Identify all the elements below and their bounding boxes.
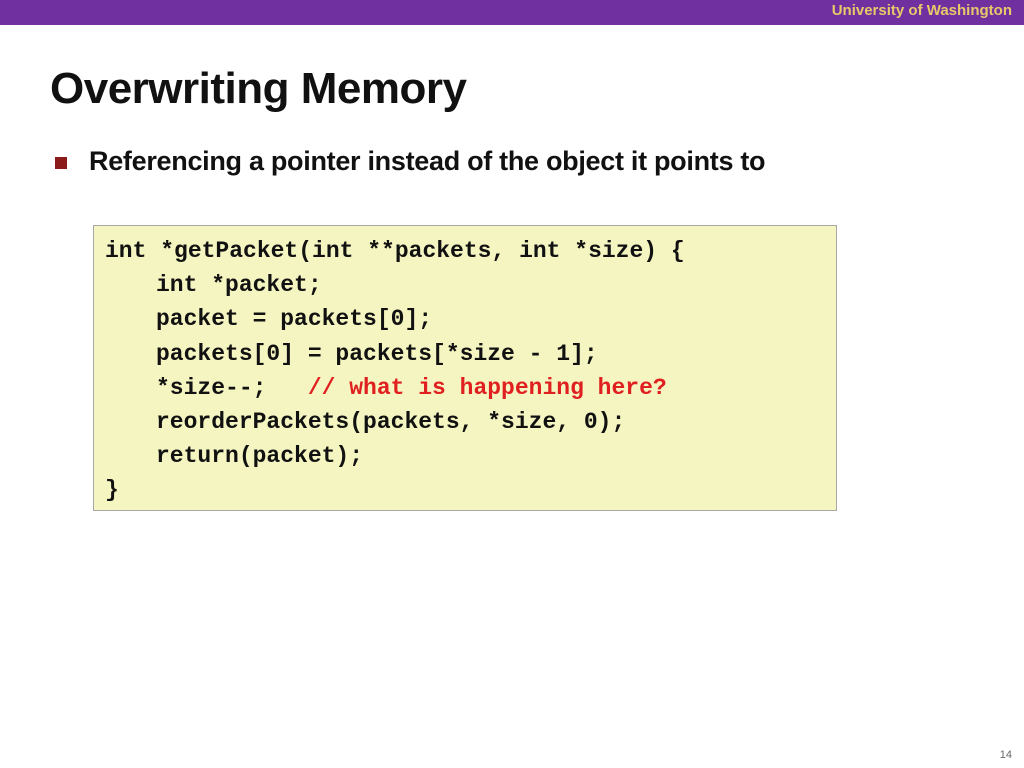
bullet-text: Referencing a pointer instead of the obj… [89, 146, 766, 176]
code-line-5-statement: *size--; [156, 374, 308, 401]
code-block: int *getPacket(int **packets, int *size)… [93, 225, 837, 511]
code-line-2: int *packet; [156, 272, 322, 299]
bullet-item: Referencing a pointer instead of the obj… [55, 146, 766, 177]
code-line-3: packet = packets[0]; [156, 306, 433, 333]
slide-title: Overwriting Memory [50, 64, 467, 113]
code-line-8: } [105, 477, 119, 504]
square-bullet-icon [55, 156, 67, 169]
code-line-4: packets[0] = packets[*size - 1]; [156, 340, 598, 367]
code-comment: // what is happening here? [307, 374, 667, 401]
code-line-5: *size--; // what is happening here? [105, 371, 836, 405]
code-line-1: int *getPacket(int **packets, int *size)… [105, 238, 685, 264]
institution-name: University of Washington [831, 2, 1012, 19]
code-line-7: return(packet); [156, 443, 364, 470]
slide-number: 14 [999, 749, 1012, 761]
code-line-6: reorderPackets(packets, *size, 0); [156, 408, 626, 435]
header-bar: University of Washington [0, 0, 1024, 25]
